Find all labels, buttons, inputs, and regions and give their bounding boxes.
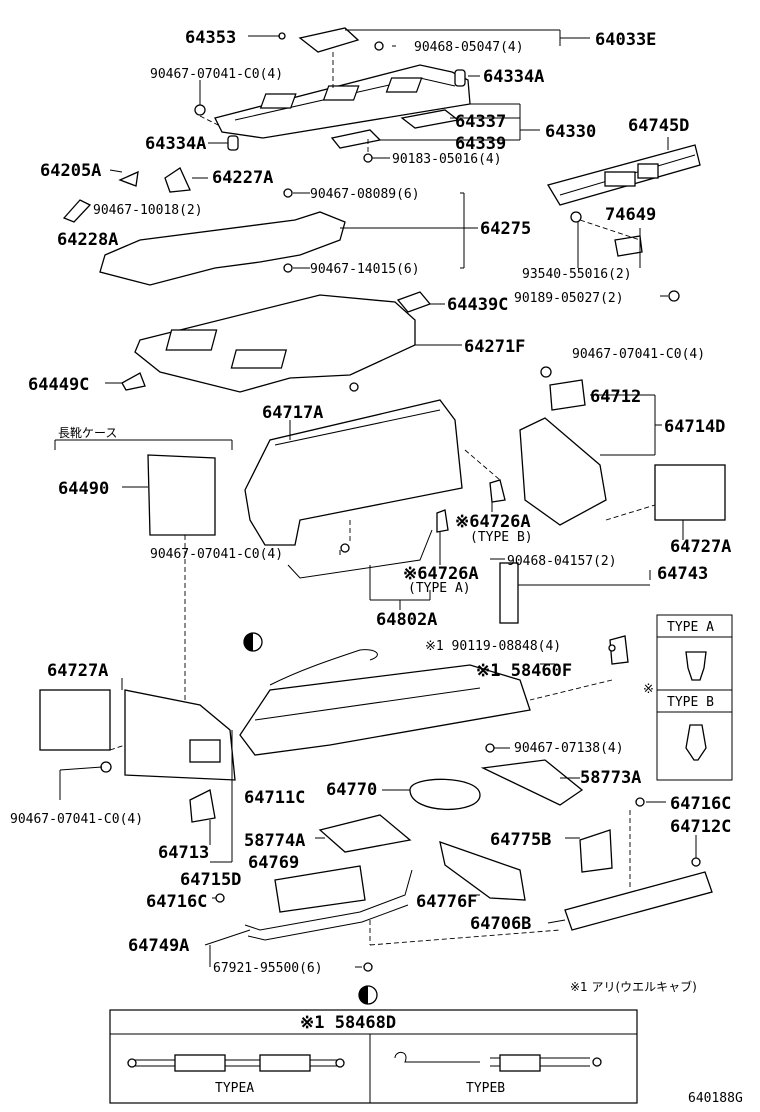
label-64271F: 64271F <box>464 337 525 357</box>
part-labels: 64353 90468-05047(4) 64033E 90467-07041-… <box>10 28 743 1106</box>
label-58460F: ※1 58460F <box>476 661 572 681</box>
floor-panels <box>62 167 432 393</box>
rear-panel-trim <box>547 144 701 302</box>
bottom-box-type-a: TYPEA <box>215 1081 254 1096</box>
bottom-box-title: ※1 58468D <box>300 1013 396 1033</box>
label-64275: 64275 <box>480 219 531 239</box>
label-64715D: 64715D <box>180 870 241 890</box>
label-64776F: 64776F <box>416 892 477 912</box>
label-67921-95500: 67921-95500(6) <box>213 961 323 976</box>
half-circle-icon <box>243 632 263 652</box>
label-type-b-note: (TYPE B) <box>470 530 533 545</box>
label-90467-07041-right: 90467-07041-C0(4) <box>572 347 705 362</box>
label-64769: 64769 <box>248 853 299 873</box>
label-64726A-type-a: ※64726A <box>403 564 479 584</box>
label-64205A: 64205A <box>40 161 101 181</box>
label-90183-05016: 90183-05016(4) <box>392 152 502 167</box>
label-64716C-right: 64716C <box>670 794 731 814</box>
boots-case-bracket <box>54 439 233 450</box>
label-90468-04157: 90468-04157(2) <box>507 554 617 569</box>
label-90467-07138: 90467-07138(4) <box>514 741 624 756</box>
label-64726A-type-b: ※64726A <box>455 512 531 532</box>
label-64337: 64337 <box>455 112 506 132</box>
label-64711C: 64711C <box>244 788 305 808</box>
label-64712C: 64712C <box>670 817 731 837</box>
label-64339: 64339 <box>455 134 506 154</box>
label-74649: 74649 <box>605 205 656 225</box>
label-93540-55016: 93540-55016(2) <box>522 267 632 282</box>
label-64353: 64353 <box>185 28 236 48</box>
label-64227A: 64227A <box>212 168 273 188</box>
label-64033E: 64033E <box>595 30 656 50</box>
type-box-type-a: TYPE A <box>667 620 714 635</box>
label-64802A: 64802A <box>376 610 437 630</box>
label-64727A-right: 64727A <box>670 537 731 557</box>
label-64770: 64770 <box>326 780 377 800</box>
label-64228A: 64228A <box>57 230 118 250</box>
label-type-a-note: (TYPE A) <box>408 581 471 596</box>
label-90467-07041-top: 90467-07041-C0(4) <box>150 67 283 82</box>
label-64334A-left: 64334A <box>145 134 206 154</box>
side-trims <box>147 366 726 624</box>
label-64713: 64713 <box>158 843 209 863</box>
type-box-marker: ※ <box>643 682 654 697</box>
label-64743: 64743 <box>657 564 708 584</box>
label-64334A-right: 64334A <box>483 67 544 87</box>
label-58774A: 58774A <box>244 831 305 851</box>
bottom-box-type-b: TYPEB <box>466 1081 505 1096</box>
type-box-type-b: TYPE B <box>667 695 714 710</box>
label-64330: 64330 <box>545 122 596 142</box>
label-64717A: 64717A <box>262 403 323 423</box>
leader-lines <box>59 29 697 968</box>
label-note-ant: ※1 アリ(ウエルキャブ) <box>570 979 697 994</box>
label-64775B: 64775B <box>490 830 551 850</box>
label-64749A: 64749A <box>128 936 189 956</box>
label-90467-10018: 90467-10018(2) <box>93 203 203 218</box>
label-64490: 64490 <box>58 479 109 499</box>
label-90467-08089: 90467-08089(6) <box>310 187 420 202</box>
tow-strap-box <box>109 1009 638 1104</box>
label-64716C-left: 64716C <box>146 892 207 912</box>
label-58773A: 58773A <box>580 768 641 788</box>
label-boots-case: 長靴ケース <box>58 426 117 440</box>
label-64727A-left: 64727A <box>47 661 108 681</box>
label-90467-07041-mid: 90467-07041-C0(4) <box>150 547 283 562</box>
label-90468-05047: 90468-05047(4) <box>414 40 524 55</box>
label-90119-08848: ※1 90119-08848(4) <box>425 639 561 654</box>
label-90467-07041-bottom-left: 90467-07041-C0(4) <box>10 812 143 827</box>
label-64745D: 64745D <box>628 116 689 136</box>
label-64714D: 64714D <box>664 417 725 437</box>
assembly-lines <box>109 449 656 946</box>
half-circle-icon-2 <box>358 985 378 1005</box>
luggage-deck <box>39 635 713 972</box>
clip-type-box <box>656 614 733 781</box>
label-90467-14015: 90467-14015(6) <box>310 262 420 277</box>
label-64712: 64712 <box>590 387 641 407</box>
label-64439C: 64439C <box>447 295 508 315</box>
label-64706B: 64706B <box>470 914 531 934</box>
drawing-number: 640188G <box>688 1091 743 1106</box>
label-64449C: 64449C <box>28 375 89 395</box>
label-90189-05027: 90189-05027(2) <box>514 291 624 306</box>
